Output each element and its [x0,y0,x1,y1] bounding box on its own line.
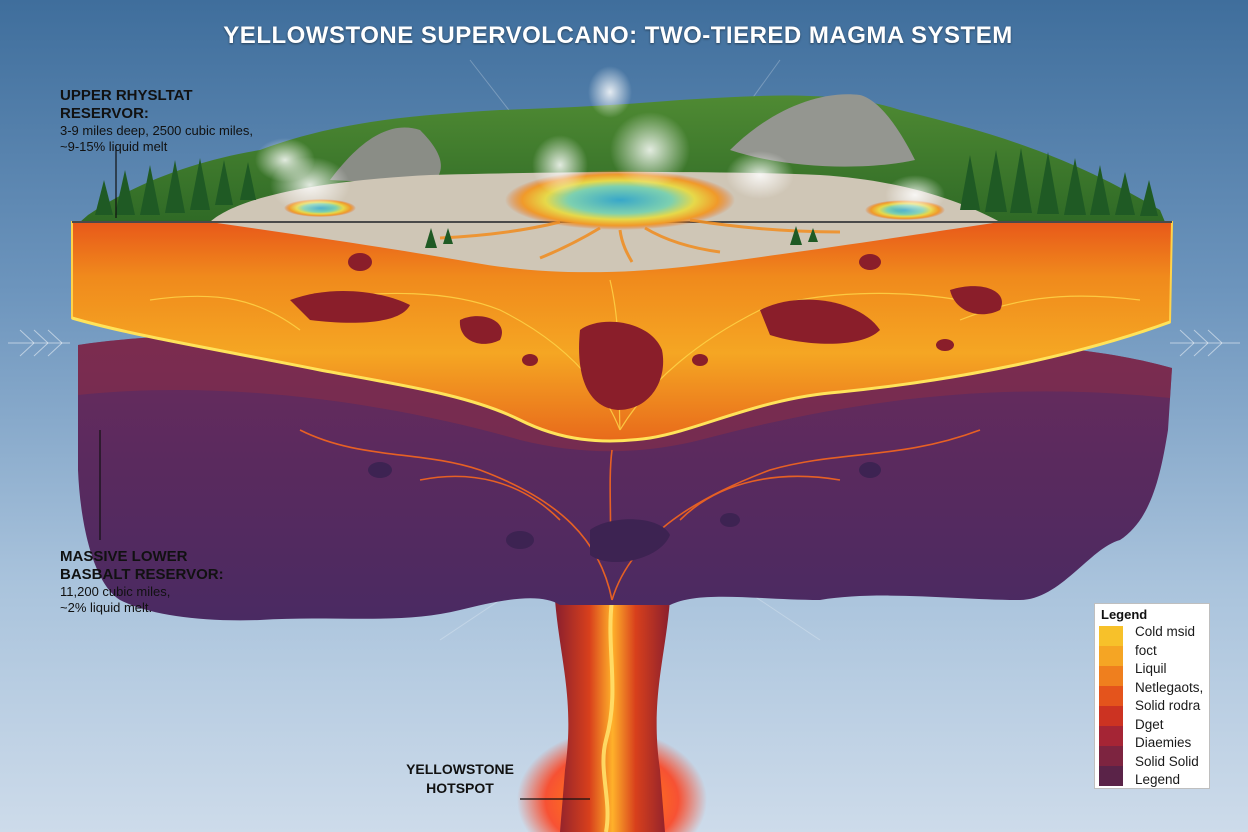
legend-item: foct [1135,643,1203,662]
legend-title: Legend [1101,607,1147,622]
legend-swatch [1099,766,1123,786]
legend-swatch [1099,686,1123,706]
lower-reservoir-heading2: BASBALT RESERVOR: [60,566,260,584]
legend-item: Legend [1135,772,1203,791]
legend-item: Netlegaots, [1135,680,1203,699]
lower-reservoir-heading1: MASSIVE LOWER [60,548,260,566]
hotspot-label-line2: HOTSPOT [404,779,516,798]
lower-reservoir-line1: 11,200 cubic miles, [60,584,260,600]
lower-reservoir-line2: ~2% liquid melt. [60,600,260,616]
hotspot-label-line1: YELLOWSTONE [404,760,516,779]
legend-item: Solid Solid [1135,754,1203,773]
legend-item: Dget [1135,717,1203,736]
legend-item: Diaemies [1135,735,1203,754]
legend-item: Liquil [1135,661,1203,680]
lower-reservoir-label: MASSIVE LOWER BASBALT RESERVOR: 11,200 c… [60,548,260,615]
legend-items: Cold msid foct Liquil Netlegaots, Solid … [1135,624,1203,791]
legend: Legend Cold msid foct Liquil Netlegaots,… [1094,603,1210,789]
legend-item: Solid rodra [1135,698,1203,717]
legend-item: Cold msid [1135,624,1203,643]
legend-swatch [1099,626,1123,646]
legend-color-bar [1099,626,1123,786]
legend-swatch [1099,726,1123,746]
upper-reservoir-heading: UPPER RHYSLTAT RESERVOR: [60,87,280,123]
depth-ticks-left [8,330,70,356]
legend-swatch [1099,706,1123,726]
upper-reservoir-line1: 3-9 miles deep, 2500 cubic miles, [60,123,280,139]
legend-swatch [1099,746,1123,766]
depth-ticks-right [1170,330,1240,356]
upper-reservoir-label: UPPER RHYSLTAT RESERVOR: 3-9 miles deep,… [60,87,280,154]
legend-swatch [1099,666,1123,686]
hotspot-label: YELLOWSTONE HOTSPOT [404,760,516,798]
upper-reservoir-line2: ~9-15% liquid melt [60,139,280,155]
legend-swatch [1099,646,1123,666]
page-title: YELLOWSTONE SUPERVOLCANO: TWO-TIERED MAG… [0,22,1236,50]
